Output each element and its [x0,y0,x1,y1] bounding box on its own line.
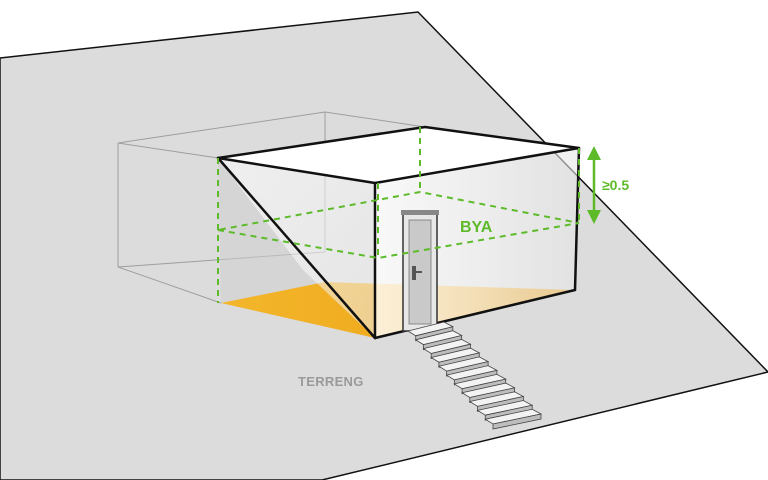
terrain-label: TERRENG [298,374,364,389]
stairs [406,321,543,430]
door [401,210,439,332]
excavation-slope [218,158,375,338]
stair-riser [492,413,542,430]
bya-dashed-outline [217,127,580,303]
height-rule-label: ≥0.5 [602,177,629,193]
bya-label: BYA [460,219,493,236]
height-arrow [587,146,601,224]
